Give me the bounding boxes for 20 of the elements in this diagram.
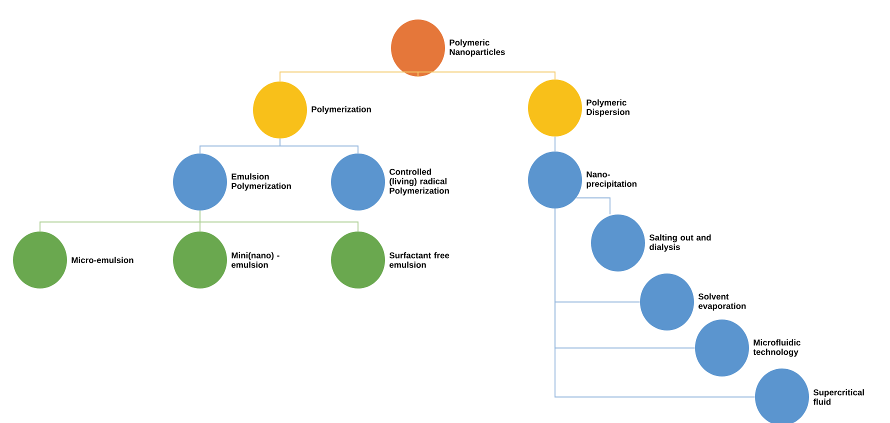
node-label: Emulsion Polymerization — [232, 173, 291, 191]
connector-line — [280, 138, 358, 154]
node-label: Micro-emulsion — [72, 256, 134, 264]
connector-line — [554, 208, 756, 398]
node-label: Surfactant free emulsion — [389, 252, 450, 268]
node-label: Solvent evaporation — [698, 293, 746, 311]
connector-line — [200, 210, 358, 232]
node-label: Mini(nano) - emulsion — [232, 252, 280, 268]
node-label: Microfluidic technology — [753, 339, 800, 357]
connector-line — [280, 72, 418, 82]
node-label: Polymeric Dispersion — [586, 99, 630, 117]
node-label: Supercritical fluid — [813, 389, 864, 405]
node-label: Polymeric Nanoparticles — [450, 39, 505, 57]
node-label: Salting out and dialysis — [649, 234, 711, 252]
node-label: Controlled (living) radical Polymerization — [390, 168, 449, 196]
connector-line — [418, 72, 556, 80]
node-label: Polymerization — [312, 106, 371, 114]
connector-line — [576, 197, 610, 215]
connector-line — [554, 136, 556, 152]
node-label: Nano-precipitation — [586, 171, 636, 189]
